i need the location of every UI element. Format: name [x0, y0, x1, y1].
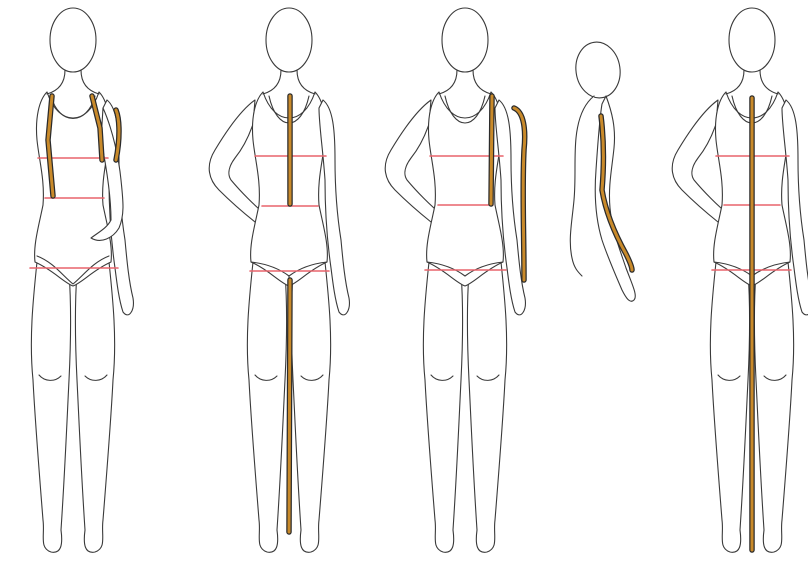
- figure-front: [31, 8, 133, 552]
- shoulder-tape: [116, 110, 119, 160]
- figure-back-3: [672, 8, 808, 552]
- figure-back-2: [385, 8, 525, 552]
- center-back-tape: [491, 96, 492, 204]
- figure-back-1: [209, 8, 349, 552]
- leg-length-tape: [289, 280, 290, 532]
